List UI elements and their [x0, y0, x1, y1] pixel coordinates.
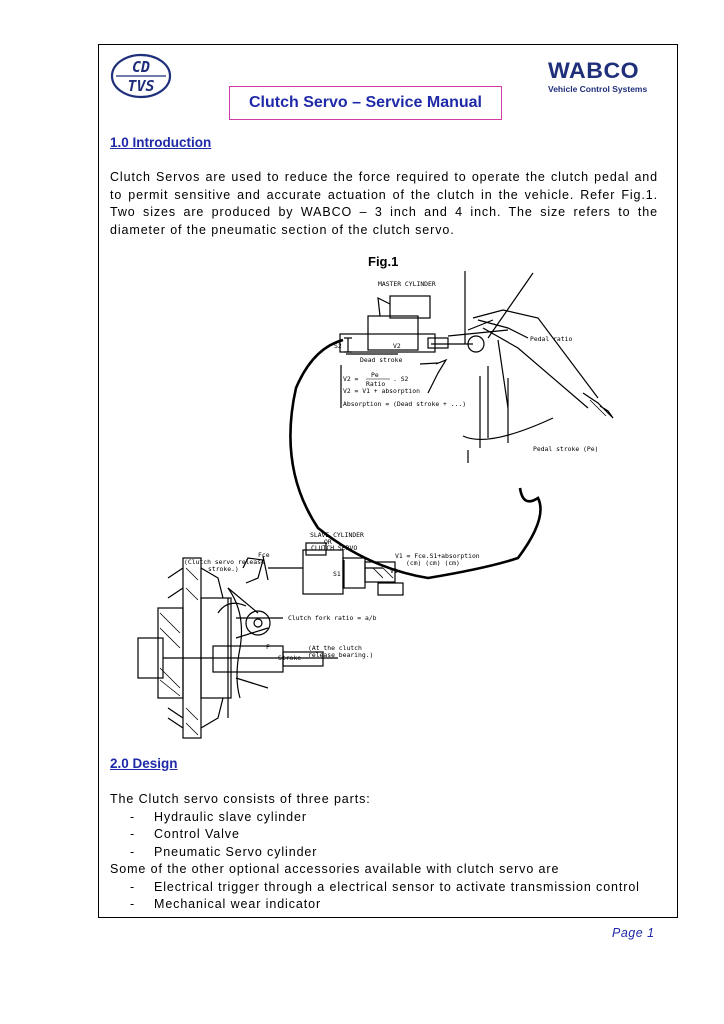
label-dead-stroke: Dead stroke: [360, 356, 402, 364]
list-item: -Hydraulic slave cylinder: [130, 809, 307, 824]
list-item: -Control Valve: [130, 827, 240, 841]
accessory-label: Electrical trigger through a electrical …: [154, 879, 640, 894]
logo-line2: TVS: [127, 77, 154, 95]
figure-label: Fig.1: [368, 254, 399, 269]
label-clutch-fork-ratio: Clutch fork ratio = a/b: [288, 614, 377, 622]
label-s1: S1: [333, 570, 341, 578]
label-pedal-ratio: Pedal ratio: [530, 335, 572, 343]
introduction-paragraph: Clutch Servos are used to reduce the for…: [110, 170, 658, 237]
list-item: -Electrical trigger through a electrical…: [130, 879, 640, 894]
label-master-cylinder: MASTER CYLINDER: [378, 280, 436, 288]
clutch-system-diagram: MASTER CYLINDER Pedal ratio S2 V2 Dead s…: [137, 271, 614, 739]
label-v2-absorption: V2 = V1 + absorption: [343, 387, 420, 395]
label-release-bearing-1: (At the clutch: [308, 644, 362, 652]
accessories-intro: Some of the other optional accessories a…: [110, 862, 560, 876]
label-fce: Fce: [258, 551, 270, 559]
page-number: Page 1: [612, 926, 655, 940]
title-box: Clutch Servo – Service Manual: [229, 86, 502, 120]
label-slave-cylinder-2: OR: [324, 538, 332, 546]
list-item: -Mechanical wear indicator: [130, 897, 322, 911]
part-label: Pneumatic Servo cylinder: [154, 844, 318, 859]
document-title: Clutch Servo – Service Manual: [249, 94, 482, 111]
page-frame: [98, 44, 678, 918]
label-slave-cylinder-1: SLAVE CYLINDER: [310, 531, 364, 539]
label-stroke: Stroke: [278, 654, 301, 662]
label-pedal-stroke: Pedal stroke (Pe): [533, 445, 598, 453]
label-absorption: Absorption = (Dead stroke + ...): [343, 400, 466, 408]
wabco-logo: WABCO Vehicle Control Systems: [548, 60, 658, 95]
list-item: -Pneumatic Servo cylinder: [130, 844, 318, 859]
label-release-stroke-2: stroke.): [208, 565, 239, 573]
part-label: Hydraulic slave cylinder: [154, 809, 307, 824]
label-v2-formula-b: . S2: [393, 375, 409, 383]
label-release-bearing-2: release bearing.): [308, 651, 373, 659]
design-text: The Clutch servo consists of three parts…: [110, 791, 670, 914]
section-heading-introduction: 1.0 Introduction: [110, 135, 212, 150]
label-v2-formula-den: Ratio: [366, 380, 385, 388]
label-slave-cylinder-3: CLUTCH SERVO: [311, 544, 357, 552]
wabco-brand: WABCO: [548, 58, 640, 83]
cdtvs-logo: CD TVS: [110, 53, 172, 99]
label-s2: S2: [334, 342, 342, 350]
wabco-tagline: Vehicle Control Systems: [548, 84, 648, 94]
label-v2-mark: V2: [393, 342, 401, 350]
logo-line1: CD: [132, 58, 150, 76]
label-release-stroke-1: (Clutch servo release: [184, 558, 265, 566]
label-v1-mark: V1: [390, 567, 398, 575]
design-intro: The Clutch servo consists of three parts…: [110, 792, 371, 806]
part-label: Control Valve: [154, 827, 240, 841]
section-heading-design: 2.0 Design: [110, 756, 178, 771]
label-v2-formula-a: V2 =: [343, 375, 359, 383]
label-f-mark: F: [266, 643, 270, 651]
accessory-label: Mechanical wear indicator: [154, 897, 322, 911]
label-v1-units: (cm) (cm) (cm): [406, 559, 460, 567]
label-v2-formula-num: Pe: [371, 371, 379, 379]
label-v1-formula: V1 = Fce.S1+absorption: [395, 552, 480, 560]
